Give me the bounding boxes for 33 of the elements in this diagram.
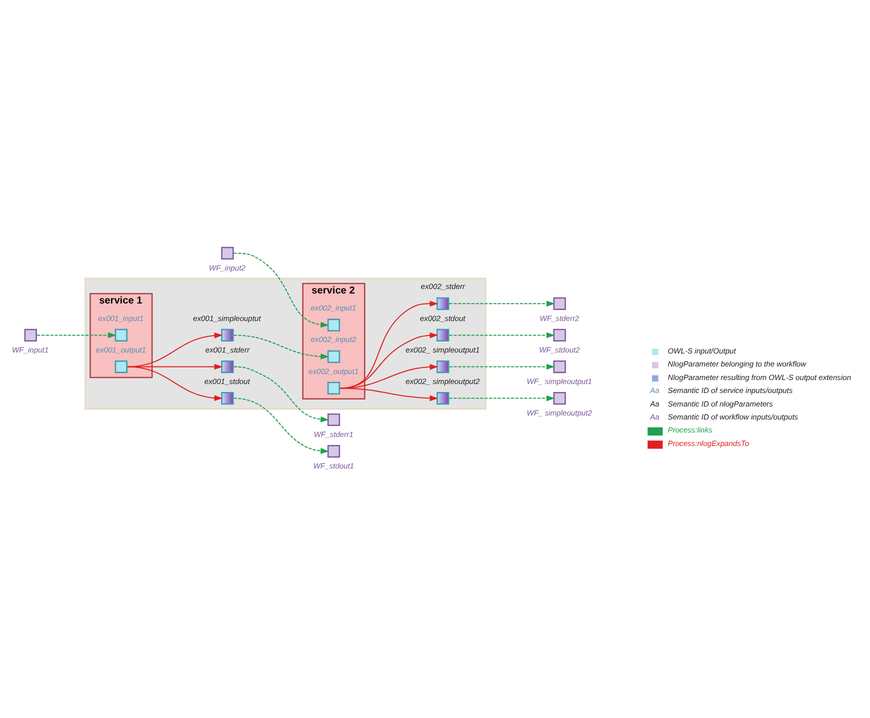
node-box [327, 350, 340, 362]
node-box [221, 392, 234, 404]
node-box [24, 328, 37, 342]
node-box [327, 444, 340, 458]
node-box [553, 328, 566, 342]
arrow [127, 366, 223, 400]
arrow [36, 332, 116, 338]
arrow [449, 300, 555, 306]
arrow [234, 334, 329, 359]
arrow [449, 363, 555, 370]
arrow [234, 397, 329, 454]
arrow [234, 366, 329, 422]
node-box [553, 392, 566, 404]
node-box [436, 296, 450, 310]
node-box [436, 392, 450, 404]
cluster [84, 277, 486, 410]
node-box [114, 360, 128, 373]
node-box [553, 296, 566, 310]
node-box [327, 381, 340, 394]
node-box [436, 328, 450, 342]
arrow [340, 387, 438, 401]
node-box [221, 328, 234, 342]
node-box [436, 360, 450, 373]
node-box [221, 246, 234, 259]
node-box [114, 328, 128, 342]
node-box [221, 360, 234, 373]
arrow [449, 394, 555, 401]
arrow [234, 252, 329, 328]
node-box [327, 412, 340, 426]
node-box [327, 318, 340, 331]
node-box [553, 360, 566, 373]
arrow [127, 332, 223, 367]
arrow [449, 332, 555, 338]
